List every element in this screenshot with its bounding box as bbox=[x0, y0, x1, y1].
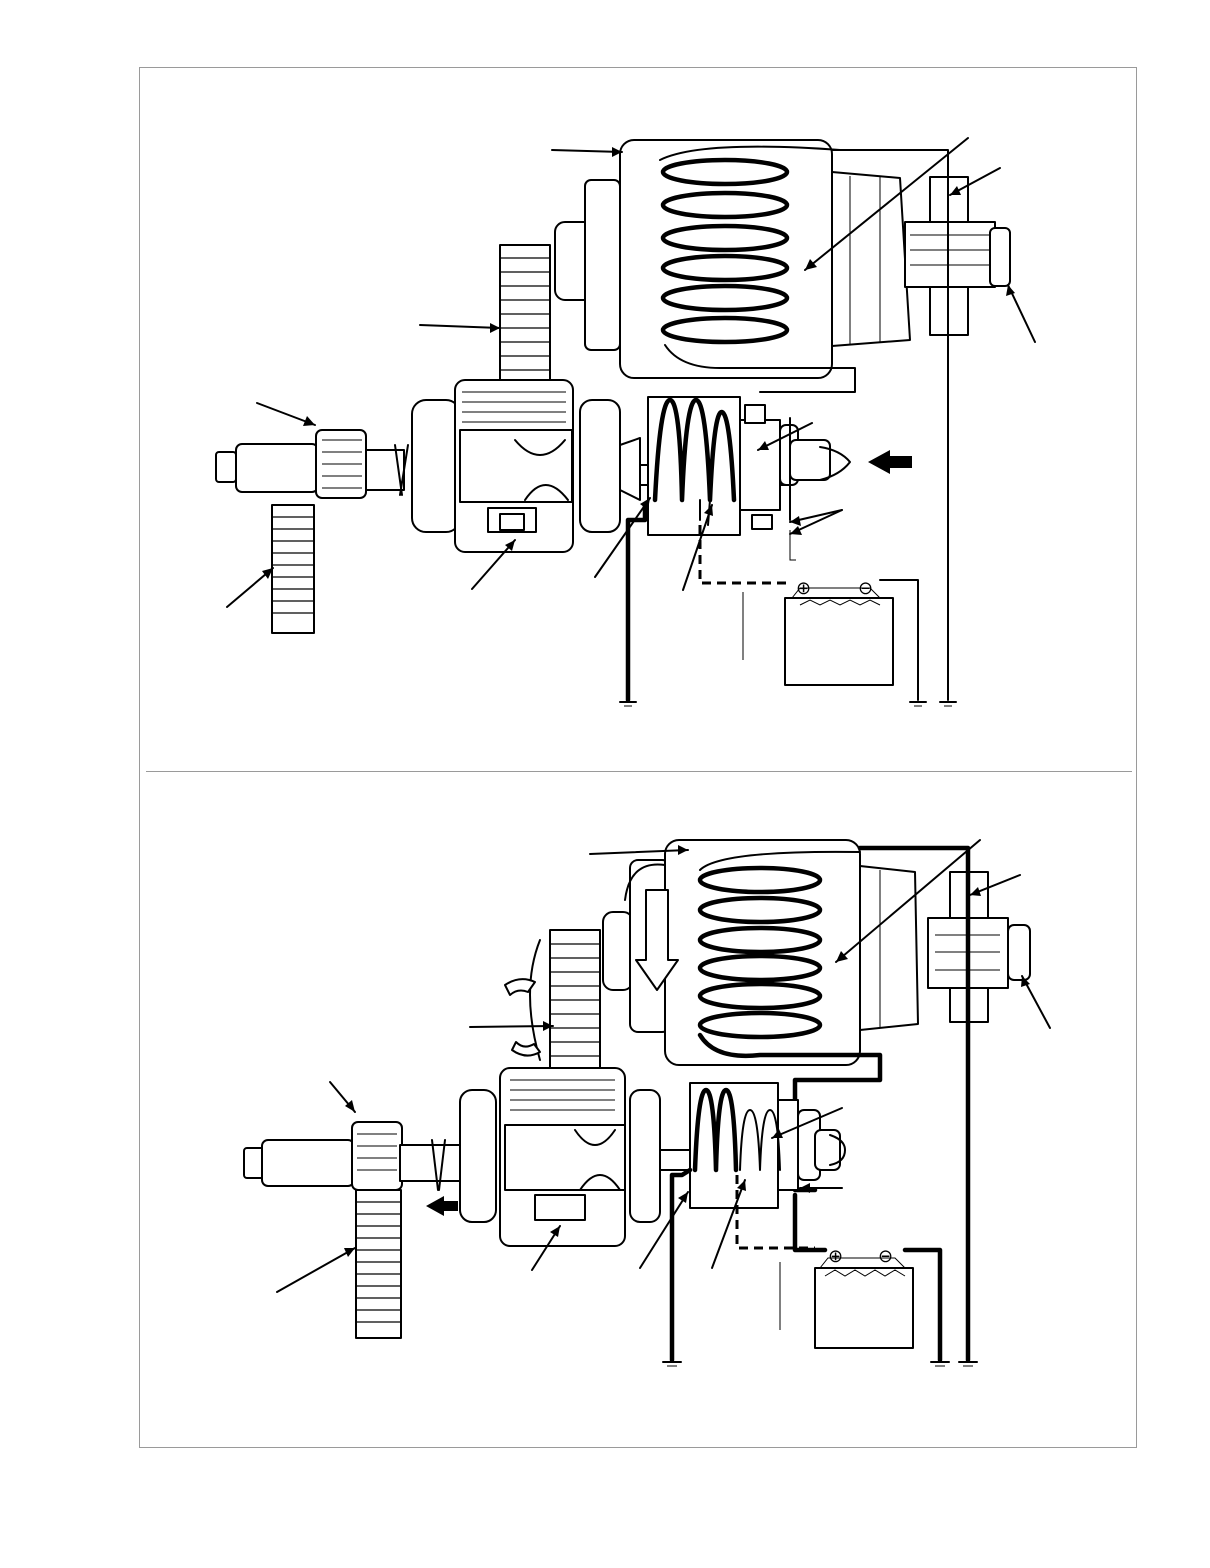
commutator-brush bbox=[904, 176, 1011, 336]
pull-in-lead-top bbox=[625, 502, 648, 703]
starter-diagram-top: ⊕ ⊖ bbox=[215, 137, 1036, 707]
drive-housing-bottom bbox=[459, 1067, 661, 1247]
battery-negative-symbol: ⊖ bbox=[858, 578, 873, 599]
battery-top: ⊕ ⊖ bbox=[784, 578, 919, 701]
field-coil bbox=[659, 145, 856, 393]
ring-gear-lower-top bbox=[271, 504, 315, 634]
pull-in-lead-bottom bbox=[669, 1167, 693, 1363]
ring-gear-bottom bbox=[504, 929, 601, 1073]
ground-symbols-bottom bbox=[662, 1361, 978, 1367]
drive-housing-top bbox=[411, 379, 621, 553]
ground-symbols-top bbox=[619, 701, 957, 707]
panel-divider bbox=[146, 771, 1132, 772]
battery-negative-symbol-bottom: ⊖ bbox=[878, 1246, 893, 1267]
ring-gear-top bbox=[499, 244, 551, 391]
battery-positive-symbol: ⊕ bbox=[796, 578, 811, 599]
drive-pinion-top bbox=[215, 429, 409, 499]
pinion-travel-arrow-icon bbox=[426, 1196, 458, 1216]
battery-positive-symbol-bottom: ⊕ bbox=[828, 1246, 843, 1267]
figure-frame bbox=[139, 67, 1137, 1448]
callout-leaders-top bbox=[226, 137, 1036, 660]
plunger-force-arrow-icon bbox=[868, 450, 912, 474]
motor-lead-bottom bbox=[857, 845, 971, 1363]
solenoid-bottom bbox=[689, 1082, 846, 1209]
solenoid-top bbox=[647, 396, 851, 536]
switch-circuit-dashed-bottom bbox=[735, 1175, 815, 1250]
battery-bottom: ⊕ ⊖ bbox=[792, 1192, 943, 1363]
callout-leaders-bottom bbox=[276, 839, 1051, 1330]
ring-gear-lower-bottom bbox=[355, 1189, 402, 1339]
motor-lead bbox=[831, 149, 949, 701]
drive-pinion-bottom bbox=[243, 1121, 461, 1191]
solenoid-contact-lead-top bbox=[789, 530, 796, 561]
field-coil-bottom bbox=[697, 850, 883, 1193]
switch-circuit-dashed-top bbox=[698, 525, 790, 585]
starter-diagram-bottom: ⊕ ⊖ bbox=[243, 839, 1051, 1367]
